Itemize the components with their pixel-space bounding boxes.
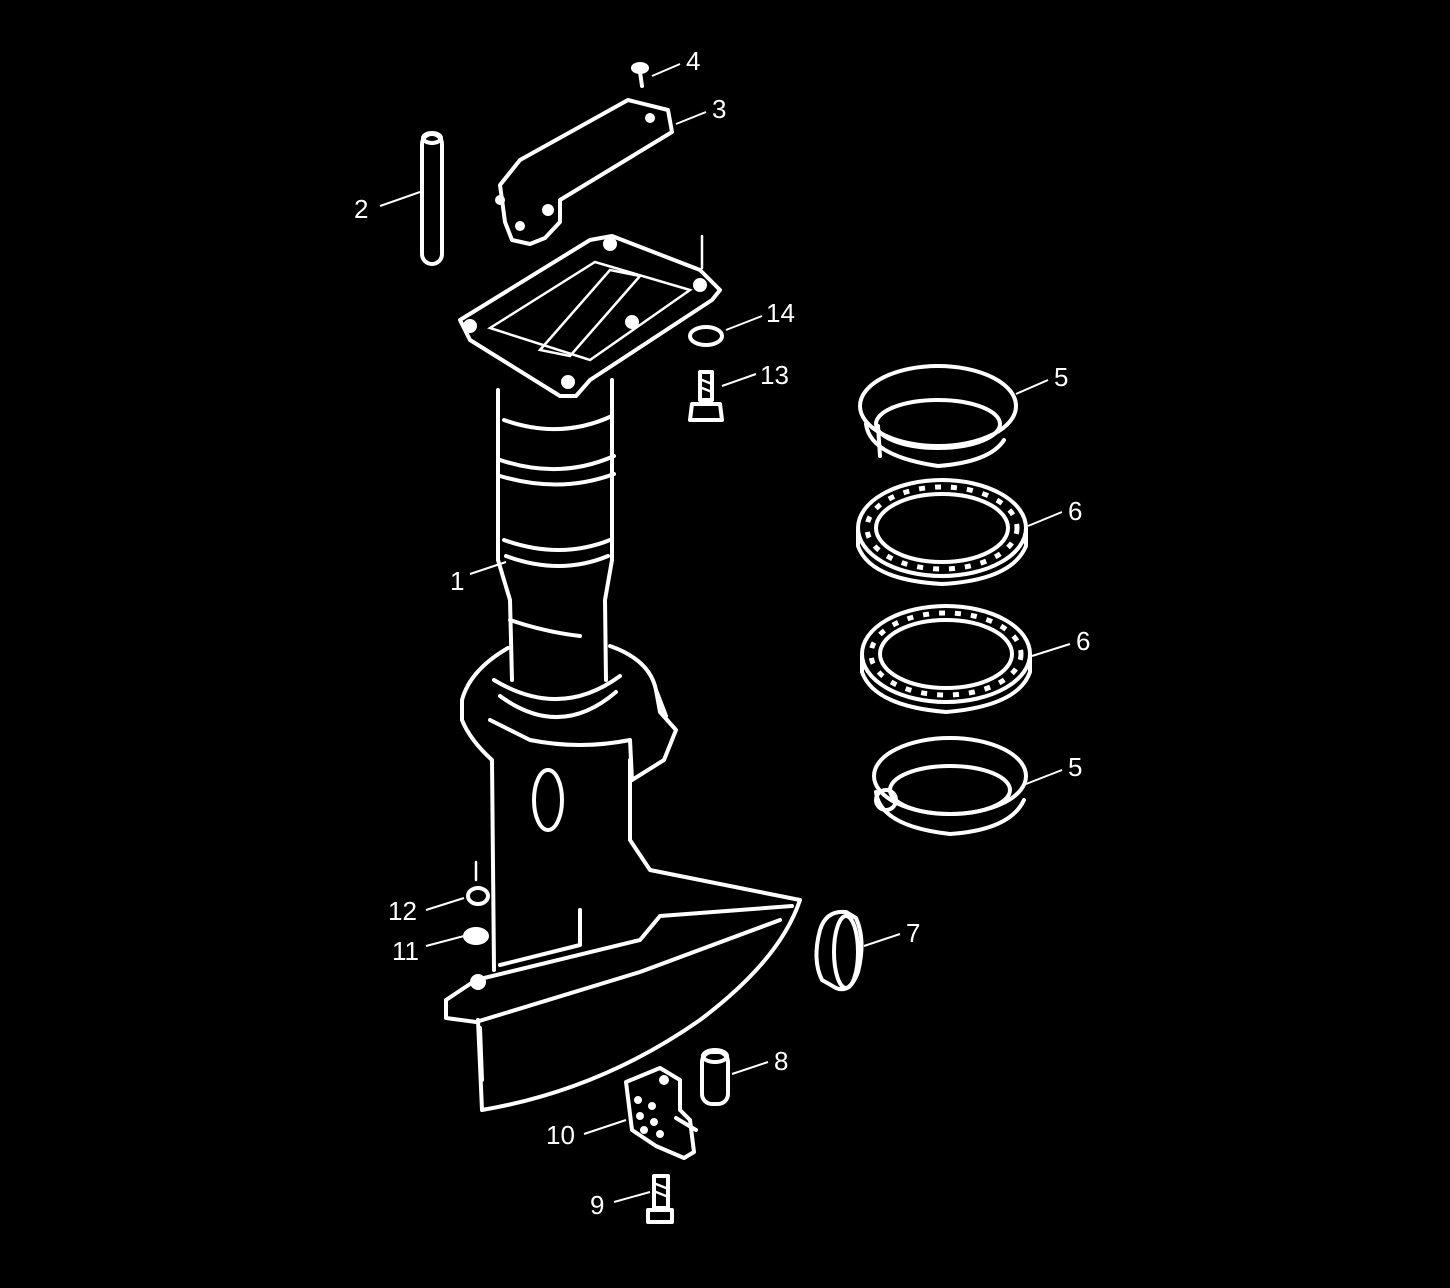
split-ring-part-5-upper: [858, 364, 1018, 468]
callout-3: 3: [712, 94, 726, 124]
callout-14: 14: [766, 298, 795, 328]
grommet-part-7: [814, 909, 864, 992]
callout-13: 13: [760, 360, 789, 390]
washer-part-11: [463, 927, 489, 945]
bolt-part-9: [646, 1174, 674, 1224]
callout-7: 7: [906, 918, 920, 948]
split-ring-part-5-lower: [872, 736, 1028, 836]
callout-12: 12: [388, 896, 417, 926]
bearing-part-6-upper: [856, 478, 1028, 586]
callout-1: 1: [450, 566, 464, 596]
callout-5-upper: 5: [1054, 362, 1068, 392]
tube-part-2: [420, 131, 444, 266]
callout-labels: 1 2 3 4 5 5 6 6 7 8 9 10 11 12 13 14: [354, 46, 1090, 1220]
callout-8: 8: [774, 1046, 788, 1076]
bolt-part-13: [688, 370, 724, 422]
callout-6-upper: 6: [1068, 496, 1082, 526]
bearing-part-6-lower: [860, 604, 1032, 714]
anode-part-10: [624, 1066, 698, 1160]
callout-4: 4: [686, 46, 700, 76]
washer-part-12: [466, 860, 490, 906]
cover-plate-part-3: [495, 98, 674, 246]
drive-shaft-housing-part-1: [444, 234, 802, 1112]
callout-11: 11: [392, 936, 419, 966]
callout-10: 10: [546, 1120, 575, 1150]
callout-6-lower: 6: [1076, 626, 1090, 656]
screw-part-4: [631, 62, 649, 88]
washer-part-14: [688, 325, 724, 347]
callout-5-lower: 5: [1068, 752, 1082, 782]
callout-9: 9: [590, 1190, 604, 1220]
callout-2: 2: [354, 194, 368, 224]
leader-lines: [379, 63, 1071, 1203]
cylinder-part-8: [700, 1048, 730, 1106]
